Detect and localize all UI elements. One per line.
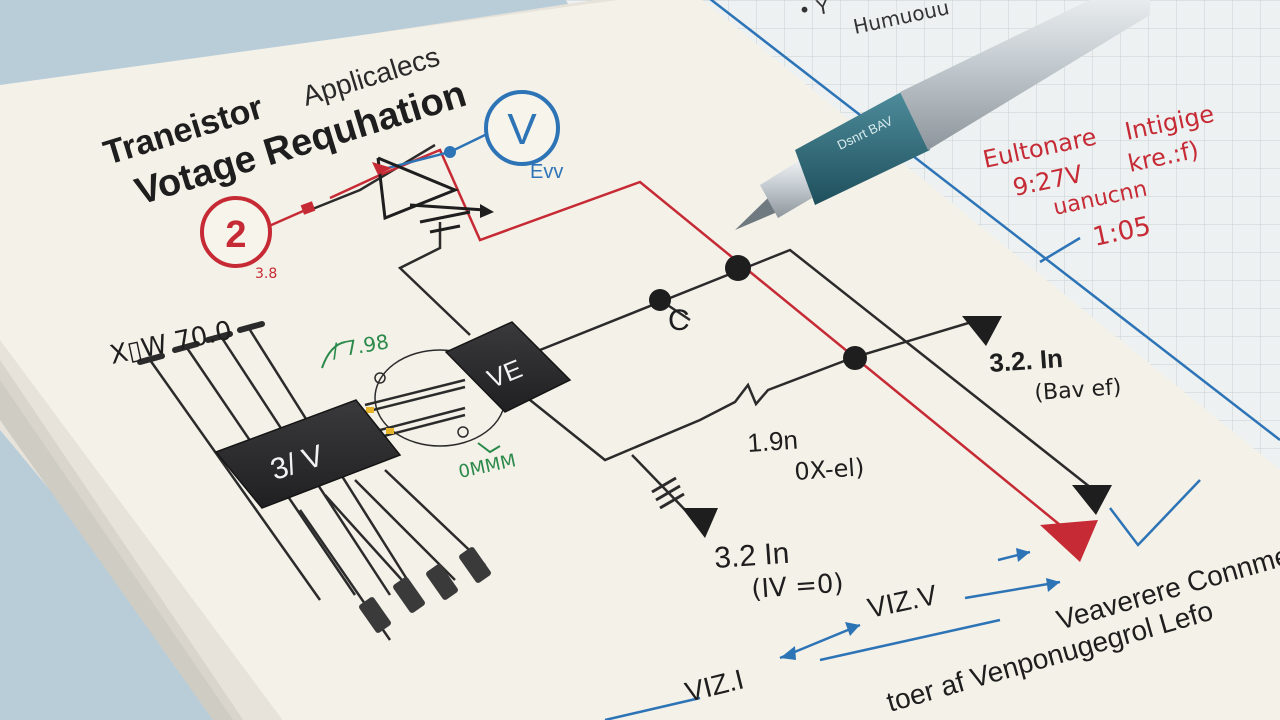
- junction-node-top: [725, 255, 751, 281]
- measure-bottom-value: 3.2 In: [713, 537, 790, 575]
- voltmeter-caption: Evv: [530, 161, 563, 183]
- node-c-label: C: [668, 304, 690, 337]
- junction-node-c: [649, 289, 671, 311]
- voltmeter-symbol: V: [507, 105, 537, 154]
- pin-marker-bottom: [386, 428, 394, 434]
- wire-resistor: [504, 316, 986, 462]
- dim-arrowhead-4: [1046, 578, 1060, 592]
- dim-arrowhead-2: [845, 622, 860, 636]
- red-wire-junction: [300, 201, 316, 215]
- pen-grip: [795, 90, 930, 205]
- voltage-source: 2: [200, 196, 272, 268]
- transistor-arrow: [480, 204, 494, 218]
- measure-right-value: 3.2. In: [988, 343, 1064, 378]
- probe-ring-bottom: [457, 426, 469, 438]
- bus-ticks: [137, 321, 265, 365]
- pen: Dsnrt BAV: [735, 0, 1150, 230]
- measure-middle-value: 1.9n: [746, 425, 799, 458]
- dim-arrowhead-1: [780, 646, 796, 660]
- transistor-base-mark: [372, 162, 392, 175]
- dim-arrowhead-3: [1016, 548, 1030, 562]
- voltmeter: V: [484, 90, 560, 166]
- ve-module: VE: [444, 321, 572, 413]
- junction-node-right: [843, 346, 867, 370]
- ground-symbol: [651, 476, 685, 510]
- top-note-prefix: • Y: [797, 0, 832, 23]
- source-symbol: 2: [225, 214, 246, 256]
- green-check: [477, 442, 501, 454]
- arrow-right-top: [962, 316, 1002, 346]
- measure-bottom-unit: (IV =0): [750, 569, 844, 605]
- arrow-right-bottom: [1072, 485, 1112, 515]
- wire-source-top: [309, 143, 436, 212]
- margin-line: [709, 0, 1280, 441]
- coupling-capacitor: [364, 349, 506, 447]
- measure-right-unit: (Bav ef): [1034, 375, 1123, 406]
- wire-ground: [631, 454, 691, 516]
- pin-marker-top: [366, 407, 374, 413]
- pin-lead-3: [354, 479, 456, 581]
- measure-middle-unit: 0X-el): [793, 453, 865, 486]
- bus-wire-4: [148, 359, 322, 601]
- blue-tick: [1039, 236, 1081, 264]
- pen-barrel: [900, 0, 1150, 150]
- wire-transistor-down: [397, 222, 471, 336]
- arrow-red: [1040, 520, 1098, 562]
- probe-ring-top: [374, 372, 386, 384]
- arrow-ground: [682, 508, 718, 538]
- transistor-symbol: [376, 156, 486, 234]
- pen-tip: [735, 196, 782, 230]
- voltmeter-wire-node: [444, 146, 456, 158]
- green-hook: [321, 341, 346, 369]
- source-caption: 3.8: [255, 266, 277, 282]
- ic-chip: 3/ V: [214, 399, 402, 509]
- pen-cone: [760, 160, 812, 218]
- connector-pins: [359, 547, 491, 633]
- wire-ve-to-right: [539, 248, 1101, 496]
